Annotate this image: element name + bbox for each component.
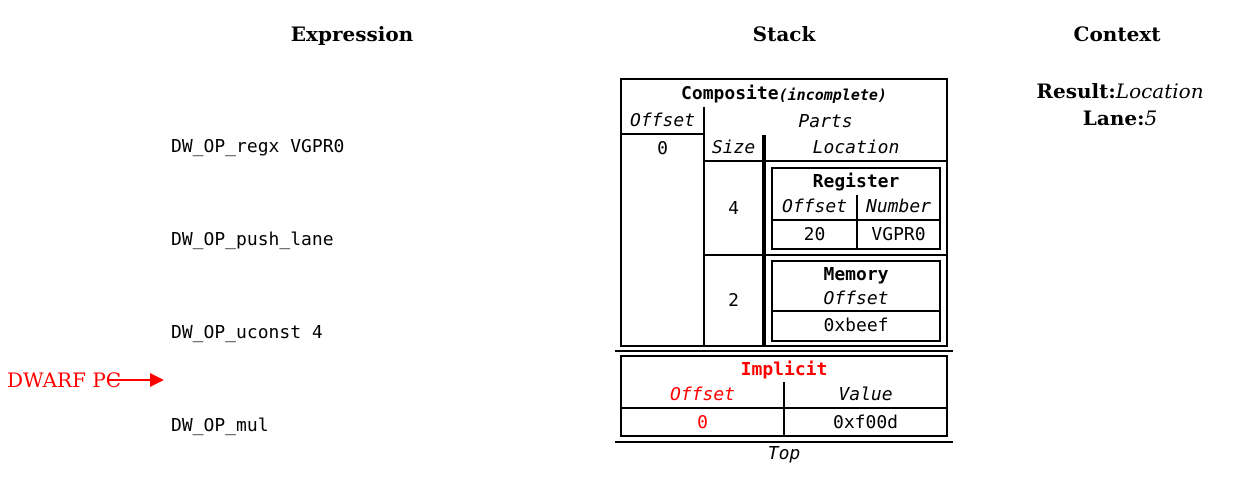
stack-column-header: Stack xyxy=(752,22,816,46)
expression-column-header: Expression xyxy=(290,22,414,46)
dwarf-pc-label: DWARF PC xyxy=(7,368,122,392)
expression-line: DW_OP_uconst 4 xyxy=(171,322,323,343)
composite-stack-entry: Composite(incomplete) Offset 0 Parts Siz… xyxy=(620,78,948,347)
result-value: Location xyxy=(1115,79,1204,103)
implicit-stack-entry: Implicit Offset Value 0 0xf00d xyxy=(620,355,948,437)
implicit-value: 0xf00d xyxy=(832,411,899,433)
lane-value: 5 xyxy=(1144,106,1158,130)
memory-offset-value: 0xbeef xyxy=(823,315,889,336)
expression-line: DW_OP_regx VGPR0 xyxy=(171,136,345,157)
register-location-table: Register Offset Number 20 VGPR0 xyxy=(771,166,941,250)
composite-title: Composite(incomplete) xyxy=(622,80,946,107)
composite-offset-column: Offset 0 xyxy=(622,107,705,345)
composite-size-header: Size xyxy=(705,135,764,160)
stack-top-label: Top xyxy=(767,443,801,464)
result-label: Result: xyxy=(1036,79,1116,103)
memory-offset-header: Offset xyxy=(773,288,939,312)
implicit-offset-value: 0 xyxy=(622,409,785,435)
composite-part-row: 4 Register Offset Number 20 VGPR0 xyxy=(705,162,946,256)
stack-bottom-separator xyxy=(615,441,953,443)
context-lane-line: Lane:5 xyxy=(1083,106,1157,130)
composite-offset-header: Offset xyxy=(622,107,703,135)
register-title: Register xyxy=(812,171,900,192)
implicit-offset-header: Offset xyxy=(622,382,785,407)
context-column-header: Context xyxy=(1073,22,1161,46)
expression-list: DW_OP_regx VGPR0 DW_OP_push_lane DW_OP_u… xyxy=(171,69,377,500)
part-size-value: 4 xyxy=(705,162,764,254)
stack-cell-separator xyxy=(615,350,953,352)
composite-location-header: Location xyxy=(764,135,946,160)
memory-location-table: Memory Offset 0xbeef xyxy=(771,259,941,342)
memory-title: Memory xyxy=(823,264,889,285)
dwarf-pc-arrow-line xyxy=(107,379,151,381)
register-number-header: Number xyxy=(856,194,939,219)
register-offset-value: 20 xyxy=(803,223,826,245)
implicit-value-header: Value xyxy=(838,384,893,405)
dwarf-pc-arrow-icon xyxy=(150,373,164,387)
expression-line: DW_OP_push_lane xyxy=(171,229,334,250)
composite-parts-header: Parts xyxy=(798,110,853,132)
part-size-value: 2 xyxy=(705,256,764,345)
register-number-value: VGPR0 xyxy=(856,220,939,248)
expression-line: DW_OP_mul xyxy=(171,415,269,436)
composite-incomplete-tag: (incomplete) xyxy=(778,85,887,104)
context-result-line: Result:Location xyxy=(1036,79,1203,103)
register-offset-header: Offset xyxy=(781,196,848,217)
lane-label: Lane: xyxy=(1082,106,1145,130)
composite-part-row: 2 Memory Offset 0xbeef xyxy=(705,256,946,345)
composite-parts-column: Parts Size Location 4 Register Offset Nu… xyxy=(705,107,946,345)
composite-title-text: Composite xyxy=(681,83,779,104)
implicit-title: Implicit xyxy=(740,359,828,380)
composite-offset-value: 0 xyxy=(657,138,668,159)
